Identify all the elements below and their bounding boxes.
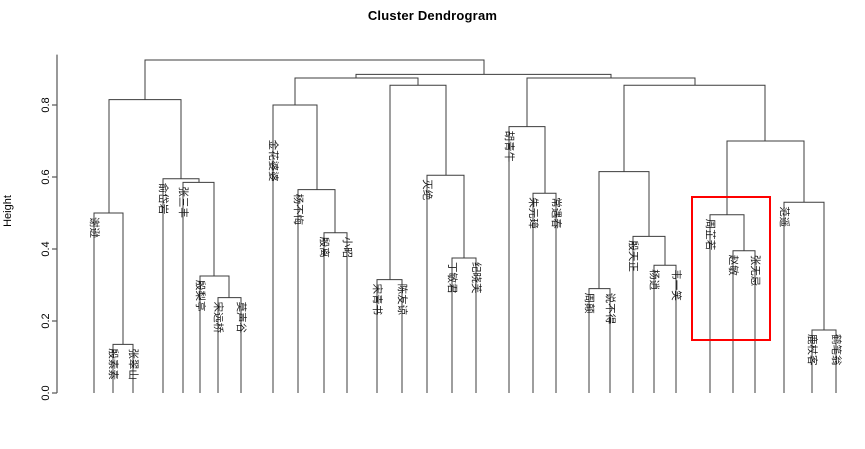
dendrogram-link bbox=[355, 73, 612, 78]
leaf-label: 殷离 bbox=[318, 237, 331, 258]
leaf-label: 张三丰 bbox=[177, 186, 190, 218]
leaf-label: 殷梨亭 bbox=[194, 280, 207, 312]
dendrogram-links bbox=[93, 59, 837, 393]
leaf-label: 鹿杖客 bbox=[806, 334, 819, 366]
leaf-label: 胡青牛 bbox=[503, 131, 516, 163]
leaf-label: 常遇春 bbox=[550, 197, 563, 229]
leaf-label: 谢逊 bbox=[88, 217, 101, 238]
leaf-label: 杨不悔 bbox=[292, 194, 305, 226]
dendrogram-link bbox=[623, 84, 766, 172]
leaf-label: 丁敏君 bbox=[446, 262, 459, 294]
dendrogram-link bbox=[508, 126, 546, 393]
leaf-label: 周颠 bbox=[583, 293, 596, 314]
leaf-label: 宋远桥 bbox=[212, 302, 225, 334]
dendrogram-leaf-labels: 谢逊殷素素张翠山 俞岱岩张三丰殷梨亭宋远桥莫声谷 金花婆婆杨不悔殷离小昭宋青书陈友谅… bbox=[88, 131, 843, 380]
leaf-label: 韦一笑 bbox=[670, 269, 683, 301]
leaf-label: 宋青书 bbox=[371, 284, 384, 316]
leaf-label: 小昭 bbox=[341, 237, 353, 258]
dendrogram-link bbox=[726, 140, 805, 215]
dendrogram-link bbox=[389, 84, 447, 280]
y-axis-tick-label: 0.6 bbox=[40, 169, 52, 184]
leaf-label: 朱元璋 bbox=[527, 197, 540, 229]
leaf-label: 杨逍 bbox=[648, 269, 661, 290]
y-axis-tick-label: 0.4 bbox=[40, 241, 52, 256]
dendrogram-link bbox=[598, 171, 650, 289]
leaf-label: 赵敏 bbox=[727, 255, 740, 276]
y-axis-tick-label: 0.8 bbox=[40, 97, 52, 112]
leaf-label: 说不得 bbox=[604, 293, 617, 325]
leaf-label: 莫声谷 bbox=[235, 302, 248, 334]
y-axis-tick-label: 0.2 bbox=[40, 313, 52, 328]
y-axis-tick-label: 0.0 bbox=[40, 385, 52, 400]
leaf-label: 陈友谅 bbox=[396, 284, 409, 316]
leaf-label: 殷素素 bbox=[107, 348, 120, 380]
leaf-label: 纪晓芙 bbox=[470, 262, 483, 294]
cluster-highlight-rect[interactable] bbox=[691, 196, 771, 341]
leaf-label: 鹤笔翁 bbox=[830, 334, 843, 366]
leaf-label: 张无忌 bbox=[749, 255, 761, 286]
leaf-label: 殷天正 bbox=[627, 240, 639, 272]
y-axis: 0.0 0.2 0.4 0.6 0.8 bbox=[40, 54, 58, 401]
dendrogram-link bbox=[108, 99, 182, 213]
leaf-label: 俞岱岩 bbox=[157, 183, 170, 215]
highlight-box[interactable] bbox=[691, 196, 771, 341]
dendrogram-link bbox=[294, 77, 419, 105]
leaf-label: 范遥 bbox=[778, 206, 791, 227]
leaf-label: 周芷若 bbox=[704, 219, 717, 251]
leaf-label: 金花婆婆 bbox=[267, 140, 280, 182]
dendrogram-link bbox=[144, 59, 485, 100]
leaf-label: 灭绝 bbox=[421, 179, 434, 200]
page-title: Cluster Dendrogram bbox=[367, 8, 498, 23]
leaf-label: 张翠山 bbox=[127, 348, 139, 380]
